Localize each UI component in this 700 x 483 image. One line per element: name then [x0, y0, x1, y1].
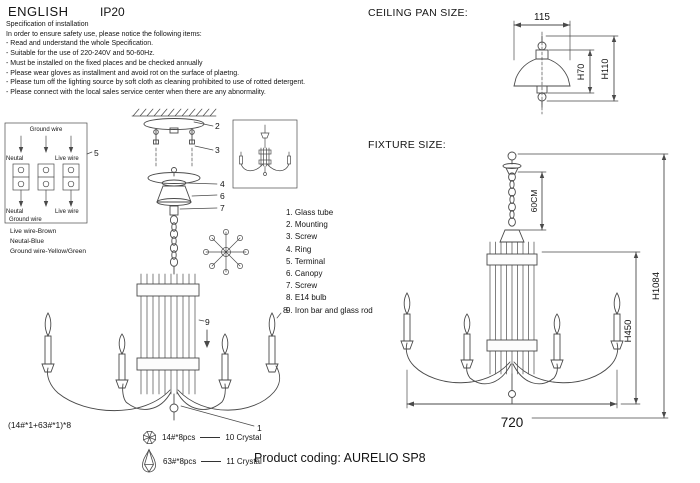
spec-intro: In order to ensure safety use, please no…: [6, 30, 202, 38]
spec-item-4: - Please wear gloves as installment and …: [6, 69, 240, 77]
part-8: 8. E14 bulb: [286, 293, 327, 303]
legend-live: Live wire-Brown: [10, 228, 57, 235]
dim-60cm-label: 60CM: [529, 190, 539, 213]
callout-6: 6: [220, 191, 225, 201]
fixture-size-drawing: 60CM H450 H1084 720: [400, 151, 669, 430]
ip-rating-label: IP20: [100, 5, 125, 19]
callout-3: 3: [215, 145, 220, 155]
crystal-leader-line: [201, 460, 222, 462]
spec-item-5: - Please tum off the lighting source by …: [6, 79, 306, 87]
dim-h1084-label: H1084: [651, 272, 662, 300]
legend-ground: Ground wire-Yellow/Green: [10, 248, 86, 256]
legend-neutral: Neutal-Blue: [10, 238, 44, 246]
frame-top-view: [203, 229, 249, 275]
wiring-live-low-label: Live wire: [55, 209, 79, 215]
assembled-inset: [232, 119, 298, 189]
crystal-qty-1: 14#*8pcs: [162, 433, 196, 442]
spec-item-1: - Read and understand the whole Specific…: [6, 40, 154, 48]
part-5: 5. Terminal: [286, 256, 325, 266]
wiring-neutral-mid-label: Neutal: [6, 156, 23, 162]
wiring-ground-top-label: Ground wire: [30, 127, 63, 133]
dim-h110-label: H110: [600, 59, 610, 80]
crystal-row-2: 63#*8pcs 11 Crystal: [140, 448, 262, 474]
crystal-label-1: 10 Crystal: [225, 433, 262, 442]
fixture-size-title: FIXTURE SIZE:: [368, 139, 446, 151]
product-coding: Product coding: AURELIO SP8: [254, 451, 426, 465]
part-3: 3. Screw: [286, 232, 318, 242]
ceiling-pan-size-title: CEILING PAN SIZE:: [368, 7, 469, 19]
dim-h70-label: H70: [576, 64, 586, 81]
crystal-leader-line: [200, 437, 221, 438]
chandelier-exploded-drawing: 2 3 4 6 7 9 8 1: [41, 108, 298, 433]
part-2: 2. Mounting: [286, 220, 328, 230]
spec-item-6: - Please connect with the local sales se…: [6, 88, 266, 96]
wiring-diagram: Ground wire Neutal Live wire Neutal Live…: [4, 122, 99, 224]
wiring-ground-bottom-label: Ground wire: [9, 217, 42, 223]
crystal-qty-2: 63#*8pcs: [163, 456, 197, 466]
crystal-row-1: 14#*8pcs 10 Crystal: [142, 430, 261, 445]
wiring-neutral-low-label: Neutal: [6, 209, 23, 215]
callout-8: 8: [283, 305, 288, 315]
crystal-label-2: 11 Crystal: [226, 456, 262, 466]
part-7: 7. Screw: [286, 281, 318, 291]
spec-item-3: - Must be installed on the fixed places …: [6, 59, 203, 67]
callout-7: 7: [220, 203, 225, 213]
parts-list: 1. Glass tube 2. Mounting 3. Screw 4. Ri…: [286, 207, 373, 317]
crystal-teardrop-icon: [142, 448, 156, 473]
part-6: 6. Canopy: [286, 269, 323, 279]
callout-2: 2: [215, 121, 220, 131]
crystal-octagon-icon: [143, 431, 156, 444]
dim-720-label: 720: [501, 415, 524, 430]
dim-115-label: 115: [534, 12, 550, 23]
spec-title: Specification of installation: [6, 21, 89, 28]
crystal-formula: (14#*1+63#*1)*8: [8, 420, 72, 430]
callout-4: 4: [220, 179, 225, 189]
callout-1: 1: [257, 423, 262, 433]
callout-9: 9: [205, 317, 210, 327]
part-9: 9. Iron bar and glass rod: [286, 305, 373, 315]
wire-color-legend: Live wire-Brown Neutal-Blue Ground wire-…: [10, 227, 86, 258]
callout-5: 5: [94, 148, 99, 158]
spec-item-2: - Suitable for the use of 220-240V and 5…: [6, 50, 155, 58]
wiring-live-mid-label: Live wire: [55, 156, 79, 162]
ceiling-pan-drawing: 115 H70 H110: [513, 12, 619, 115]
part-4: 4. Ring: [286, 244, 312, 254]
installation-spec: Specification of installation In order t…: [6, 20, 358, 98]
part-1: 1. Glass tube: [286, 208, 334, 217]
dim-h450-label: H450: [623, 320, 634, 343]
language-label: ENGLISH: [8, 4, 69, 19]
